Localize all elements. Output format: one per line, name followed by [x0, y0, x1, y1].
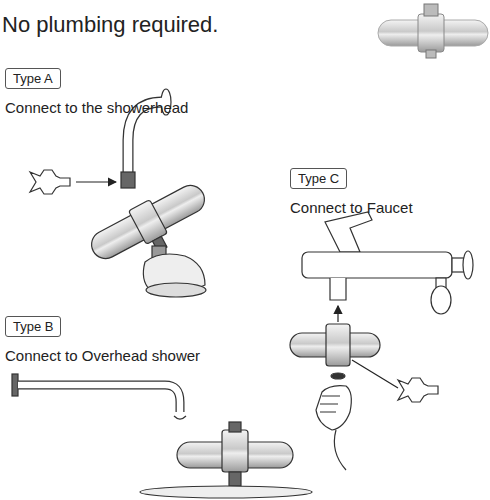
type-tag: Type B: [5, 316, 61, 337]
faucet-install: [290, 212, 473, 470]
diagram-title: No plumbing required.: [2, 12, 218, 38]
type-tag: Type C: [290, 168, 347, 189]
overhead-install: [12, 374, 312, 498]
type-description: Connect to the showerhead: [5, 99, 188, 116]
showerhead-install: [30, 89, 217, 297]
type-description: Connect to Overhead shower: [5, 347, 200, 364]
type-block: Type B Connect to Overhead shower: [5, 316, 200, 364]
type-block: Type C Connect to Faucet: [290, 168, 413, 216]
type-block: Type A Connect to the showerhead: [5, 68, 188, 116]
type-description: Connect to Faucet: [290, 199, 413, 216]
product-photo: [378, 4, 488, 58]
type-tag: Type A: [5, 68, 61, 89]
